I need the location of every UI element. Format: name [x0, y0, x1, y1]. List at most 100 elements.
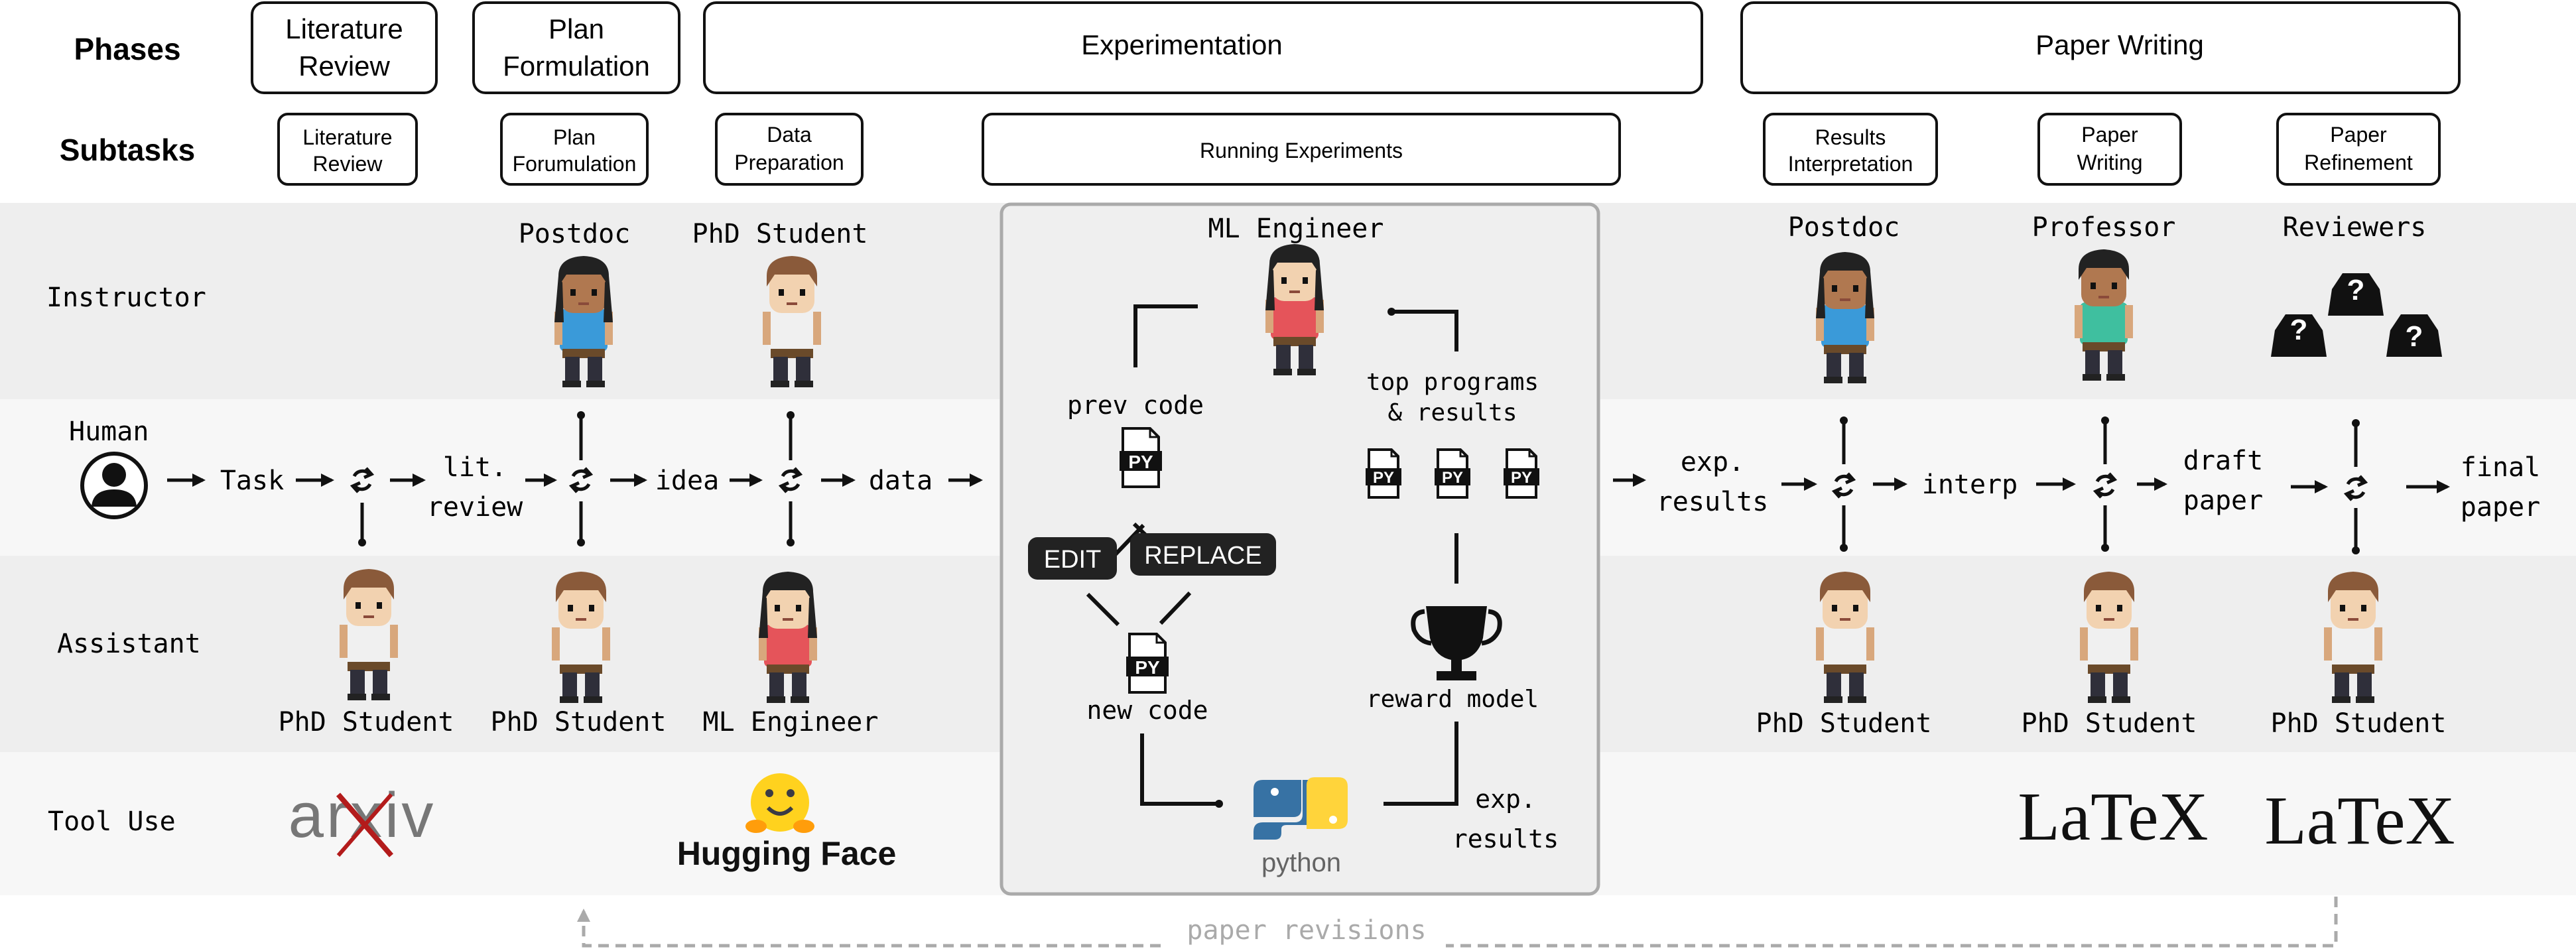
phase-paper-writing: Paper Writing [1740, 1, 2461, 94]
subtask-plan-forumulation: Plan Forumulation [500, 113, 649, 186]
assistant-name-phd-student-2: PhD Student [491, 707, 667, 737]
ml-panel-title: ML Engineer [1208, 214, 1384, 244]
svg-text:LaTeX: LaTeX [2264, 783, 2455, 859]
assistant-name-ml-engineer: ML Engineer [703, 707, 879, 737]
row-label-tool-use: Tool Use [48, 806, 176, 837]
phase-literature-review: Literature Review [251, 1, 438, 94]
svg-text:Experimentation: Experimentation [1081, 29, 1283, 60]
ml-exp-results-1: exp. [1475, 785, 1536, 814]
assistant-name-phd-student-1: PhD Student [279, 707, 454, 737]
svg-text:Review: Review [313, 152, 383, 176]
svg-text:python: python [1261, 848, 1341, 877]
svg-text:PY: PY [1442, 469, 1463, 487]
paper-revisions-label: paper revisions [1187, 915, 1426, 946]
phases-label: Phases [74, 32, 180, 66]
ml-reward-model: reward model [1366, 686, 1539, 713]
svg-text:Paper: Paper [2330, 123, 2387, 147]
svg-text:Writing: Writing [2077, 151, 2143, 174]
svg-text:Review: Review [298, 50, 390, 82]
ml-prev-code: prev code [1067, 391, 1204, 420]
subtask-paper-writing: Paper Writing [2037, 113, 2182, 186]
dialogue-connectors [360, 415, 2358, 550]
subtask-paper-refinement: Paper Refinement [2276, 113, 2441, 186]
flow-final-paper-2: paper [2461, 492, 2540, 523]
svg-text:Interpretation: Interpretation [1788, 152, 1913, 176]
svg-text:Plan: Plan [548, 13, 604, 44]
ml-engineer-panel: ML Engineer prev code top programs & res… [999, 202, 1600, 896]
top-program-file-icon: PY [1364, 448, 1403, 499]
subtask-data-preparation: Data Preparation [715, 113, 864, 186]
top-program-file-icon: PY [1502, 448, 1541, 499]
svg-text:Literature: Literature [285, 13, 403, 44]
hugging-face-logo: Hugging Face [677, 773, 897, 872]
new-code-file-icon: PY [1125, 633, 1170, 694]
svg-text:Formulation: Formulation [503, 50, 650, 82]
svg-text:Hugging Face: Hugging Face [677, 835, 897, 872]
replace-badge: REPLACE [1130, 533, 1276, 576]
svg-text:Results: Results [1815, 125, 1886, 149]
flow-exp-results-1: exp. [1681, 447, 1744, 477]
latex-logo-2: LaTeX [2264, 783, 2455, 859]
phase-experimentation: Experimentation [703, 1, 1703, 94]
svg-text:PY: PY [1511, 469, 1532, 487]
svg-text:?: ? [2347, 274, 2365, 306]
flow-task: Task [220, 466, 284, 496]
svg-text:Literature: Literature [302, 125, 392, 149]
svg-text:Running Experiments: Running Experiments [1200, 139, 1403, 162]
flow-lit-review-1: lit. [443, 452, 507, 483]
svg-text:REPLACE: REPLACE [1144, 542, 1261, 570]
ml-exp-results-2: results [1452, 824, 1559, 854]
svg-text:?: ? [2406, 320, 2423, 353]
svg-text:Paper Writing: Paper Writing [2035, 29, 2204, 60]
ml-top-programs-2: & results [1387, 399, 1517, 426]
row-label-instructor: Instructor [46, 283, 206, 313]
instructor-name-reviewers: Reviewers [2283, 212, 2427, 243]
phase-plan-formulation: Plan Formulation [472, 1, 680, 94]
svg-text:Data: Data [767, 123, 812, 147]
svg-text:EDIT: EDIT [1044, 546, 1102, 574]
svg-text:Paper: Paper [2081, 123, 2138, 147]
assistant-name-phd-student-5: PhD Student [2271, 708, 2447, 739]
instructor-name-professor: Professor [2032, 212, 2176, 243]
subtask-results-interpretation: Results Interpretation [1763, 113, 1938, 186]
flow-interp: interp [1922, 470, 2018, 500]
human-icon [80, 452, 148, 519]
arxiv-logo: arxiv [289, 780, 436, 857]
ml-top-programs-1: top programs [1366, 369, 1539, 396]
subtask-running-experiments: Running Experiments [982, 113, 1621, 186]
svg-text:Plan: Plan [553, 125, 596, 149]
svg-text:Refinement: Refinement [2304, 151, 2413, 174]
subtask-literature-review: Literature Review [277, 113, 418, 186]
flow-idea: idea [655, 466, 719, 496]
svg-text:arxiv: arxiv [289, 780, 436, 851]
instructor-name-postdoc: Postdoc [519, 219, 631, 249]
top-program-file-icon: PY [1433, 448, 1472, 499]
instructor-name-phd-student: PhD Student [692, 219, 868, 249]
subtasks-label: Subtasks [60, 133, 196, 167]
flow-final-paper-1: final [2461, 452, 2540, 483]
svg-text:Forumulation: Forumulation [513, 152, 637, 176]
flow-arrows [167, 474, 2450, 493]
assistant-name-phd-student-3: PhD Student [1756, 708, 1932, 739]
svg-text:?: ? [2290, 314, 2308, 346]
flow-data: data [869, 466, 933, 496]
instructor-name-postdoc-2: Postdoc [1788, 212, 1900, 243]
avatar-reviewers: ? ? ? [2271, 273, 2442, 357]
row-label-human: Human [69, 416, 149, 447]
svg-text:Preparation: Preparation [734, 151, 844, 174]
svg-text:PY: PY [1373, 469, 1394, 487]
python-logo-icon: python [1254, 777, 1348, 877]
paper-revisions-loop: paper revisions [577, 897, 2338, 951]
prev-code-file-icon: PY [1118, 427, 1163, 488]
flow-draft-paper-1: draft [2183, 446, 2263, 476]
svg-text:PY: PY [1128, 452, 1153, 472]
flow-exp-results-2: results [1657, 487, 1769, 517]
svg-text:PY: PY [1135, 657, 1160, 678]
latex-logo: LaTeX [2018, 779, 2208, 855]
flow-lit-review-2: review [427, 492, 523, 523]
flow-draft-paper-2: paper [2183, 485, 2263, 516]
assistant-name-phd-student-4: PhD Student [2022, 708, 2197, 739]
edit-badge: EDIT [1028, 537, 1117, 580]
trophy-icon [1411, 606, 1502, 680]
